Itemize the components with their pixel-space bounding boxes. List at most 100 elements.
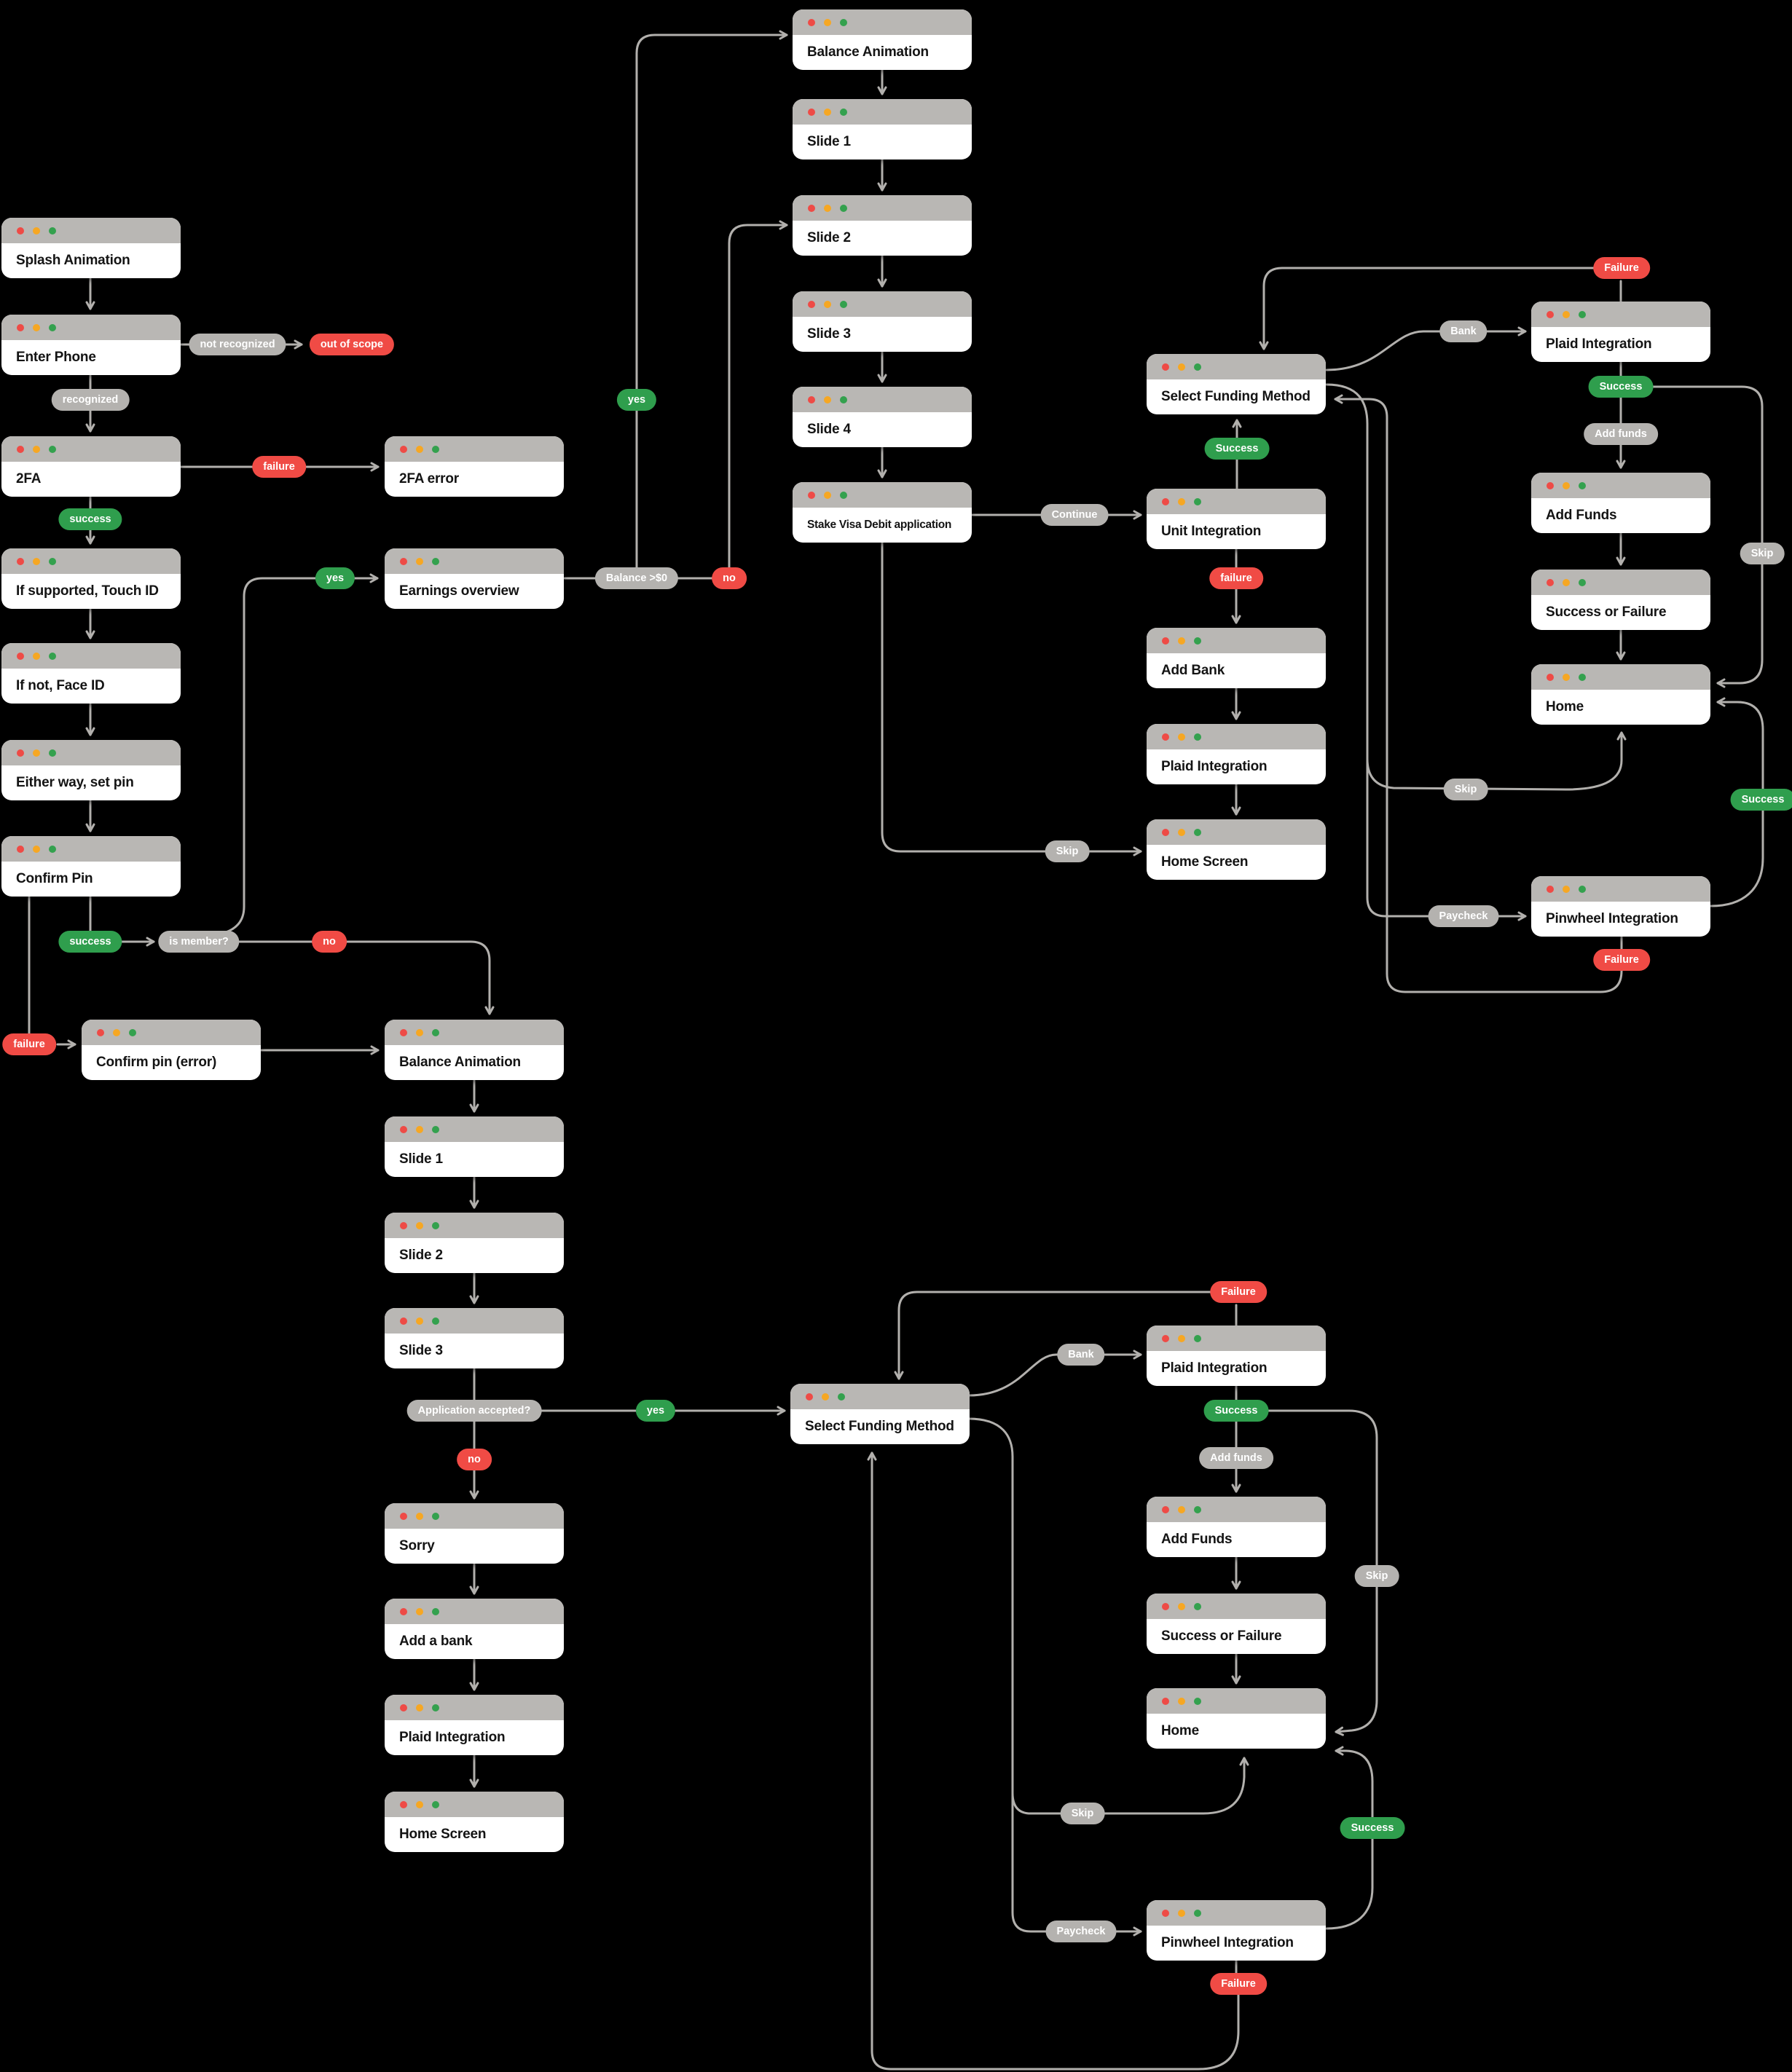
traffic-light-green-icon [1194,1697,1201,1705]
traffic-light-yellow-icon [416,557,423,565]
traffic-light-green-icon [49,445,56,453]
edge-label-recognized: recognized [51,389,130,411]
traffic-light-red-icon [1162,1505,1169,1513]
traffic-light-yellow-icon [1563,885,1570,893]
traffic-light-red-icon [400,1221,407,1229]
node-slide3-bot: Slide 3 [385,1308,564,1368]
connector-failureb-to-selectbot-top [894,1291,1212,1380]
window-titlebar [1,436,181,462]
connector-selectbot-paycheck-pinwheelbr [967,1417,1142,1937]
window-body: Plaid Integration [1531,327,1710,362]
traffic-light-green-icon [49,557,56,565]
window-body: 2FA [1,462,181,497]
node-title: Success or Failure [1546,604,1667,620]
traffic-light-yellow-icon [1563,578,1570,586]
window-titlebar [1531,302,1710,327]
traffic-light-yellow-icon [1178,363,1185,371]
traffic-light-yellow-icon [113,1028,120,1036]
traffic-light-red-icon [400,1512,407,1520]
edge-label-paycheck-tr: Paycheck [1428,905,1499,927]
window-titlebar [1147,1900,1326,1926]
window-titlebar [1,218,181,243]
node-slide1-bot: Slide 1 [385,1116,564,1177]
traffic-light-yellow-icon [1178,1909,1185,1917]
node-add-bank: Add Bank [1147,628,1326,688]
traffic-light-yellow-icon [33,557,40,565]
traffic-light-red-icon [808,300,815,308]
traffic-light-red-icon [17,845,24,853]
node-sorry: Sorry [385,1503,564,1564]
window-body: Home Screen [1147,845,1326,880]
edge-label-app-accepted: Application accepted? [406,1400,542,1422]
window-body: Either way, set pin [1,765,181,800]
traffic-light-red-icon [1162,497,1169,505]
window-body: Add a bank [385,1624,564,1659]
window-titlebar [793,482,972,508]
traffic-light-green-icon [1579,673,1586,681]
window-body: Select Funding Method [790,1409,970,1444]
traffic-light-yellow-icon [824,204,831,212]
window-body: Slide 1 [385,1142,564,1177]
traffic-light-green-icon [432,1221,439,1229]
node-title: Add Bank [1161,663,1225,678]
window-titlebar [1,548,181,574]
window-body: Earnings overview [385,574,564,609]
window-body: Home [1531,690,1710,725]
traffic-light-green-icon [432,1028,439,1036]
node-title: Balance Animation [807,44,929,60]
node-splash-animation: Splash Animation [1,218,181,278]
window-body: Home Screen [385,1817,564,1852]
traffic-light-green-icon [49,845,56,853]
node-title: Unit Integration [1161,524,1262,539]
node-title: Pinwheel Integration [1546,911,1678,926]
node-add-funds-tr: Add Funds [1531,473,1710,533]
node-success-failure-tr: Success or Failure [1531,570,1710,630]
edge-label-add-funds-label-tr: Add funds [1584,423,1658,445]
edge-label-not-recognized: not recognized [189,334,286,355]
edge-label-skip-left-br: Skip [1060,1803,1105,1824]
window-titlebar [1147,1688,1326,1714]
traffic-light-yellow-icon [416,1317,423,1325]
node-title: Stake Visa Debit application [807,519,952,531]
traffic-light-red-icon [808,395,815,403]
traffic-light-green-icon [432,1703,439,1711]
traffic-light-yellow-icon [1563,310,1570,318]
node-pinwheel-tr: Pinwheel Integration [1531,876,1710,937]
traffic-light-yellow-icon [1178,1505,1185,1513]
traffic-light-red-icon [400,1028,407,1036]
edge-label-skip-right-tr: Skip [1740,543,1785,564]
traffic-light-red-icon [400,1125,407,1133]
connector-select-paycheck-to-pinwheeltr [1325,383,1527,921]
window-titlebar [793,9,972,35]
connector-trunk-skip-to-home-tr [1366,731,1627,791]
window-titlebar [793,387,972,412]
connector-selectbot-bank-to-plaidbr [967,1350,1142,1397]
connector-trunkb-skip-to-homebr [1011,1757,1249,1815]
traffic-light-yellow-icon [416,1512,423,1520]
traffic-light-yellow-icon [824,300,831,308]
window-titlebar [1147,1594,1326,1619]
traffic-light-yellow-icon [416,1125,423,1133]
traffic-light-yellow-icon [416,1607,423,1615]
node-title: Plaid Integration [1161,1360,1268,1376]
window-body: Sorry [385,1529,564,1564]
node-title: Slide 4 [807,422,851,437]
window-titlebar [1147,354,1326,379]
traffic-light-green-icon [129,1028,136,1036]
window-titlebar [1147,724,1326,749]
window-body: Plaid Integration [1147,1351,1326,1386]
node-success-failure-br: Success or Failure [1147,1594,1326,1654]
window-body: Unit Integration [1147,514,1326,549]
window-titlebar [385,436,564,462]
traffic-light-green-icon [838,1393,845,1401]
connector-pinwheeltr-failure-loop [1334,394,1623,993]
traffic-light-red-icon [400,1703,407,1711]
traffic-light-red-icon [1162,1697,1169,1705]
traffic-light-yellow-icon [824,18,831,26]
traffic-light-red-icon [400,445,407,453]
connector-ismember-yes-to-earnings [224,573,379,934]
traffic-light-green-icon [49,323,56,331]
traffic-light-yellow-icon [1178,1602,1185,1610]
node-title: 2FA error [399,471,459,487]
